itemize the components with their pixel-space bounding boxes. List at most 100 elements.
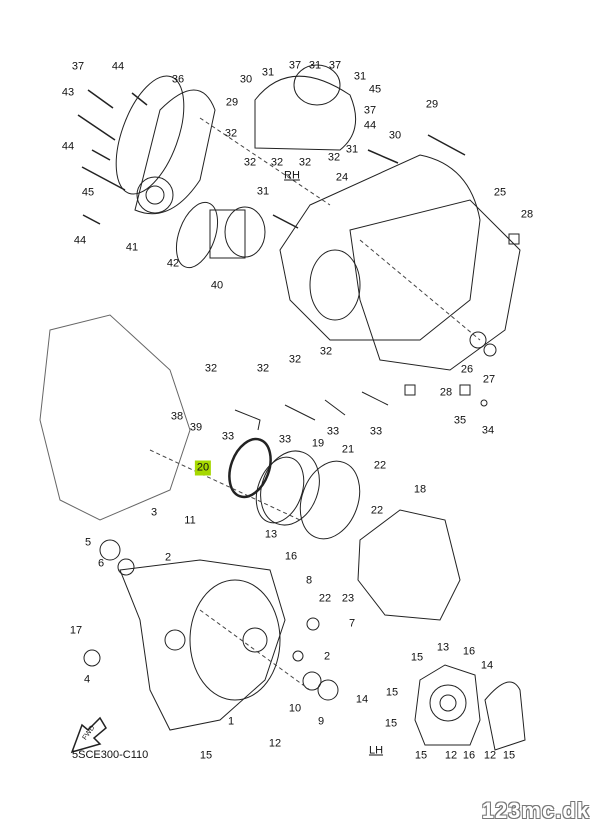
part-label[interactable]: 32 [270, 156, 284, 169]
part-label[interactable]: 33 [278, 433, 292, 446]
part-label[interactable]: 33 [369, 425, 383, 438]
dowel-28b [404, 384, 416, 396]
part-label[interactable]: 19 [311, 437, 325, 450]
part-label[interactable]: 32 [204, 362, 218, 375]
part-label[interactable]: 32 [224, 127, 238, 140]
cover-19 [255, 450, 320, 526]
part-label[interactable]: 1 [227, 715, 235, 728]
part-label[interactable]: 15 [199, 749, 213, 762]
crankcase-outline [39, 314, 191, 521]
watermark: 123mc.dk [481, 798, 590, 823]
part-label[interactable]: 27 [482, 373, 496, 386]
part-label[interactable]: 3 [150, 506, 158, 519]
part-label-highlighted[interactable]: 20 [194, 460, 212, 476]
part-label[interactable]: 40 [210, 279, 224, 292]
part-label[interactable]: 2 [323, 650, 331, 663]
part-label[interactable]: 32 [319, 345, 333, 358]
part-label[interactable]: 45 [368, 83, 382, 96]
part-label[interactable]: 39 [189, 421, 203, 434]
part-label[interactable]: 8 [305, 574, 313, 587]
part-label[interactable]: 42 [166, 257, 180, 270]
part-label[interactable]: 45 [81, 186, 95, 199]
part-label[interactable]: 22 [370, 504, 384, 517]
part-label[interactable]: 28 [520, 208, 534, 221]
part-label[interactable]: 7 [348, 617, 356, 630]
part-label[interactable]: 21 [341, 443, 355, 456]
part-label[interactable]: 5 [84, 536, 92, 549]
part-label[interactable]: 12 [444, 749, 458, 762]
part-label[interactable]: 33 [326, 425, 340, 438]
part-label[interactable]: 16 [462, 645, 476, 658]
part-label[interactable]: 14 [355, 693, 369, 706]
part-label[interactable]: 23 [341, 592, 355, 605]
part-label[interactable]: 22 [373, 459, 387, 472]
dowel-35 [459, 384, 471, 396]
part-label[interactable]: 32 [243, 156, 257, 169]
part-label[interactable]: 30 [388, 129, 402, 142]
part-label[interactable]: 15 [414, 749, 428, 762]
part-label[interactable]: 16 [284, 550, 298, 563]
part-label[interactable]: 17 [69, 624, 83, 637]
oil-filter-cover [115, 75, 216, 215]
part-label[interactable]: 15 [385, 686, 399, 699]
part-label[interactable]: 15 [410, 651, 424, 664]
part-label[interactable]: 25 [493, 186, 507, 199]
part-label[interactable]: 12 [483, 749, 497, 762]
part-label[interactable]: 37 [288, 59, 302, 72]
part-label[interactable]: 14 [480, 659, 494, 672]
part-label[interactable]: 24 [335, 171, 349, 184]
part-label[interactable]: 26 [460, 363, 474, 376]
part-label[interactable]: 4 [83, 673, 91, 686]
part-label[interactable]: 15 [384, 717, 398, 730]
part-label[interactable]: 34 [481, 424, 495, 437]
part-label[interactable]: 18 [413, 483, 427, 496]
part-label[interactable]: 31 [353, 70, 367, 83]
part-label[interactable]: 43 [61, 86, 75, 99]
part-label[interactable]: 29 [425, 98, 439, 111]
part-label[interactable]: 38 [170, 410, 184, 423]
part-label[interactable]: 31 [261, 66, 275, 79]
clamps [234, 391, 389, 431]
part-label[interactable]: 32 [298, 156, 312, 169]
part-label[interactable]: 35 [453, 414, 467, 427]
part-label[interactable]: 31 [345, 143, 359, 156]
oil-seal-26 [469, 331, 487, 349]
part-label[interactable]: 11 [184, 514, 196, 527]
part-label[interactable]: 10 [288, 702, 302, 715]
part-label[interactable]: 13 [264, 528, 278, 541]
view-label-lh: LH [368, 744, 384, 757]
part-label[interactable]: 32 [288, 353, 302, 366]
cap-5 [99, 539, 121, 561]
oil-seal-4 [83, 649, 101, 667]
part-label[interactable]: 22 [318, 592, 332, 605]
crankcase-cover-left [119, 559, 286, 731]
part-label[interactable]: 31 [308, 59, 322, 72]
part-label[interactable]: 37 [363, 104, 377, 117]
part-label[interactable]: 2 [164, 551, 172, 564]
part-label[interactable]: 28 [439, 386, 453, 399]
part-label[interactable]: 44 [73, 234, 87, 247]
leader-lines [149, 117, 481, 691]
part-label[interactable]: 6 [97, 557, 105, 570]
gasket-25 [349, 199, 521, 371]
part-label[interactable]: 41 [125, 241, 139, 254]
part-label[interactable]: 32 [327, 151, 341, 164]
part-label[interactable]: 32 [256, 362, 270, 375]
part-label[interactable]: 16 [462, 749, 476, 762]
part-label[interactable]: 9 [317, 715, 325, 728]
part-label[interactable]: 31 [256, 185, 270, 198]
part-label[interactable]: 44 [61, 140, 75, 153]
part-label[interactable]: 13 [436, 641, 450, 654]
part-label[interactable]: 30 [239, 73, 253, 86]
part-label[interactable]: 44 [363, 119, 377, 132]
part-label[interactable]: 12 [268, 737, 282, 750]
part-label[interactable]: 44 [111, 60, 125, 73]
part-label[interactable]: 33 [221, 430, 235, 443]
part-label[interactable]: 29 [225, 96, 239, 109]
part-label[interactable]: 37 [328, 59, 342, 72]
circlip-27 [483, 343, 497, 357]
part-label[interactable]: 36 [171, 73, 185, 86]
part-label[interactable]: 15 [502, 749, 516, 762]
part-label[interactable]: 37 [71, 60, 85, 73]
